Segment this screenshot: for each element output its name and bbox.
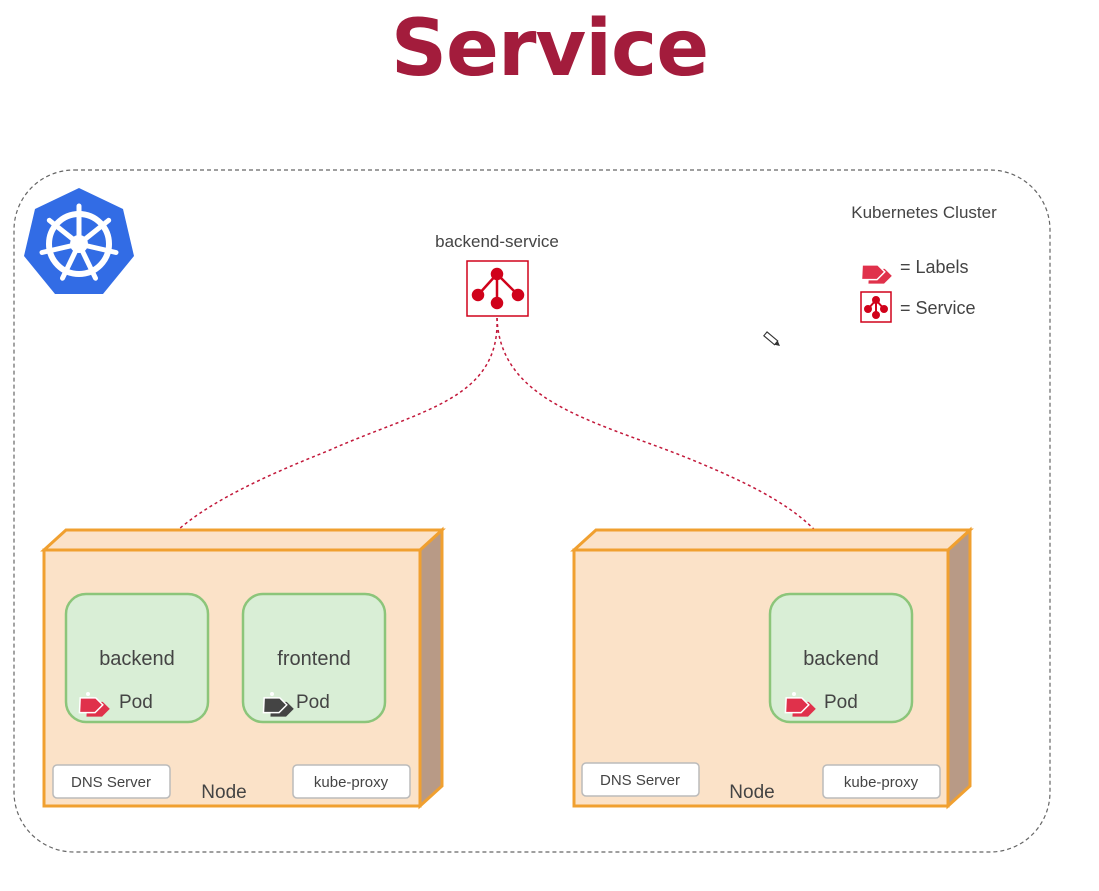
legend-labels-text: = Labels	[900, 257, 969, 277]
dns-server-node-1: DNS Server	[52, 764, 171, 799]
svg-text:kube-proxy: kube-proxy	[314, 774, 389, 791]
kubernetes-logo-icon	[24, 188, 134, 294]
pod-kind: Pod	[824, 692, 858, 713]
pod-name: backend	[99, 648, 175, 670]
pod-frontend-node-1[interactable]: frontend Pod	[241, 592, 387, 724]
page-title: Service	[390, 4, 709, 94]
pencil-cursor-icon	[763, 331, 780, 347]
node-label: Node	[201, 782, 246, 803]
svg-text:kube-proxy: kube-proxy	[844, 774, 919, 791]
pod-name: frontend	[277, 648, 350, 670]
pod-kind: Pod	[296, 692, 330, 713]
pod-backend-node-2[interactable]: backend Pod	[768, 592, 914, 724]
cluster-boundary	[13, 169, 1051, 853]
cluster-label: Kubernetes Cluster	[851, 203, 997, 222]
svg-text:DNS Server: DNS Server	[600, 772, 680, 789]
kube-proxy-node-1: kube-proxy	[292, 764, 411, 799]
kube-proxy-node-2: kube-proxy	[822, 764, 941, 799]
svg-text:DNS Server: DNS Server	[71, 774, 151, 791]
label-tag-icon	[784, 692, 816, 717]
dns-server-node-2: DNS Server	[581, 762, 700, 797]
node-label: Node	[729, 782, 774, 803]
legend-service-icon	[860, 291, 892, 323]
label-tag-icon	[262, 692, 294, 717]
pod-kind: Pod	[119, 692, 153, 713]
service-connection-left	[136, 317, 498, 596]
service-name: backend-service	[435, 232, 559, 251]
legend-labels-icon	[860, 259, 892, 284]
service-icon[interactable]	[466, 260, 529, 317]
pod-backend-node-1[interactable]: backend Pod	[64, 592, 210, 724]
label-tag-icon	[78, 692, 110, 717]
legend-service-text: = Service	[900, 298, 976, 318]
pod-name: backend	[803, 648, 879, 670]
